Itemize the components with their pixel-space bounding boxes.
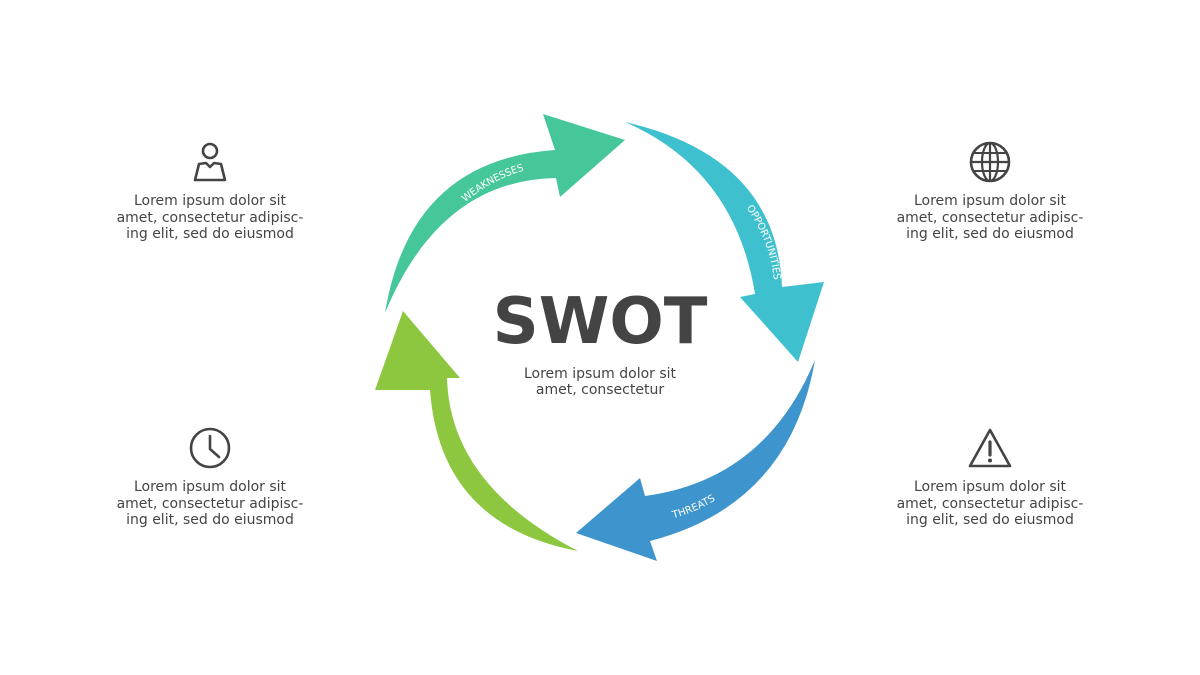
info-block-text: Lorem ipsum dolor sit amet, consectetur … xyxy=(90,193,330,243)
center-line: amet, consectetur xyxy=(535,382,665,398)
globe-icon xyxy=(969,141,1011,183)
info-block-top-right: Lorem ipsum dolor sit amet, consectetur … xyxy=(870,139,1110,243)
opportunities-arrow xyxy=(625,122,824,362)
center-line: Lorem ipsum dolor sit xyxy=(523,366,677,382)
info-line: amet, consectetur adipisc- xyxy=(896,495,1084,512)
info-line: amet, consectetur adipisc- xyxy=(116,495,304,512)
info-block-top-left: Lorem ipsum dolor sit amet, consectetur … xyxy=(90,139,330,243)
strengths-arrow xyxy=(375,311,578,551)
info-line: Lorem ipsum dolor sit xyxy=(133,193,287,209)
warning-icon xyxy=(968,428,1012,468)
info-line: Lorem ipsum dolor sit xyxy=(133,479,287,495)
info-block-bottom-left: Lorem ipsum dolor sit amet, consectetur … xyxy=(90,425,330,529)
info-line: amet, consectetur adipisc- xyxy=(116,209,304,226)
clock-icon xyxy=(189,427,231,469)
threats-arrow xyxy=(576,360,815,561)
info-line: Lorem ipsum dolor sit xyxy=(913,193,1067,209)
info-block-text: Lorem ipsum dolor sit amet, consectetur … xyxy=(870,479,1110,529)
info-line: ing elit, sed do eiusmod xyxy=(126,226,294,242)
info-block-bottom-right: Lorem ipsum dolor sit amet, consectetur … xyxy=(870,425,1110,529)
info-line: Lorem ipsum dolor sit xyxy=(913,479,1067,495)
info-block-text: Lorem ipsum dolor sit amet, consectetur … xyxy=(90,479,330,529)
center-description: Lorem ipsum dolor sit amet, consectetur xyxy=(450,366,750,398)
info-line: amet, consectetur adipisc- xyxy=(896,209,1084,226)
weaknesses-arrow xyxy=(385,114,625,313)
info-line: ing elit, sed do eiusmod xyxy=(126,512,294,528)
center-title: SWOT xyxy=(492,285,708,359)
user-map-icon xyxy=(193,142,227,182)
info-line: ing elit, sed do eiusmod xyxy=(906,512,1074,528)
info-block-text: Lorem ipsum dolor sit amet, consectetur … xyxy=(870,193,1110,243)
info-line: ing elit, sed do eiusmod xyxy=(906,226,1074,242)
